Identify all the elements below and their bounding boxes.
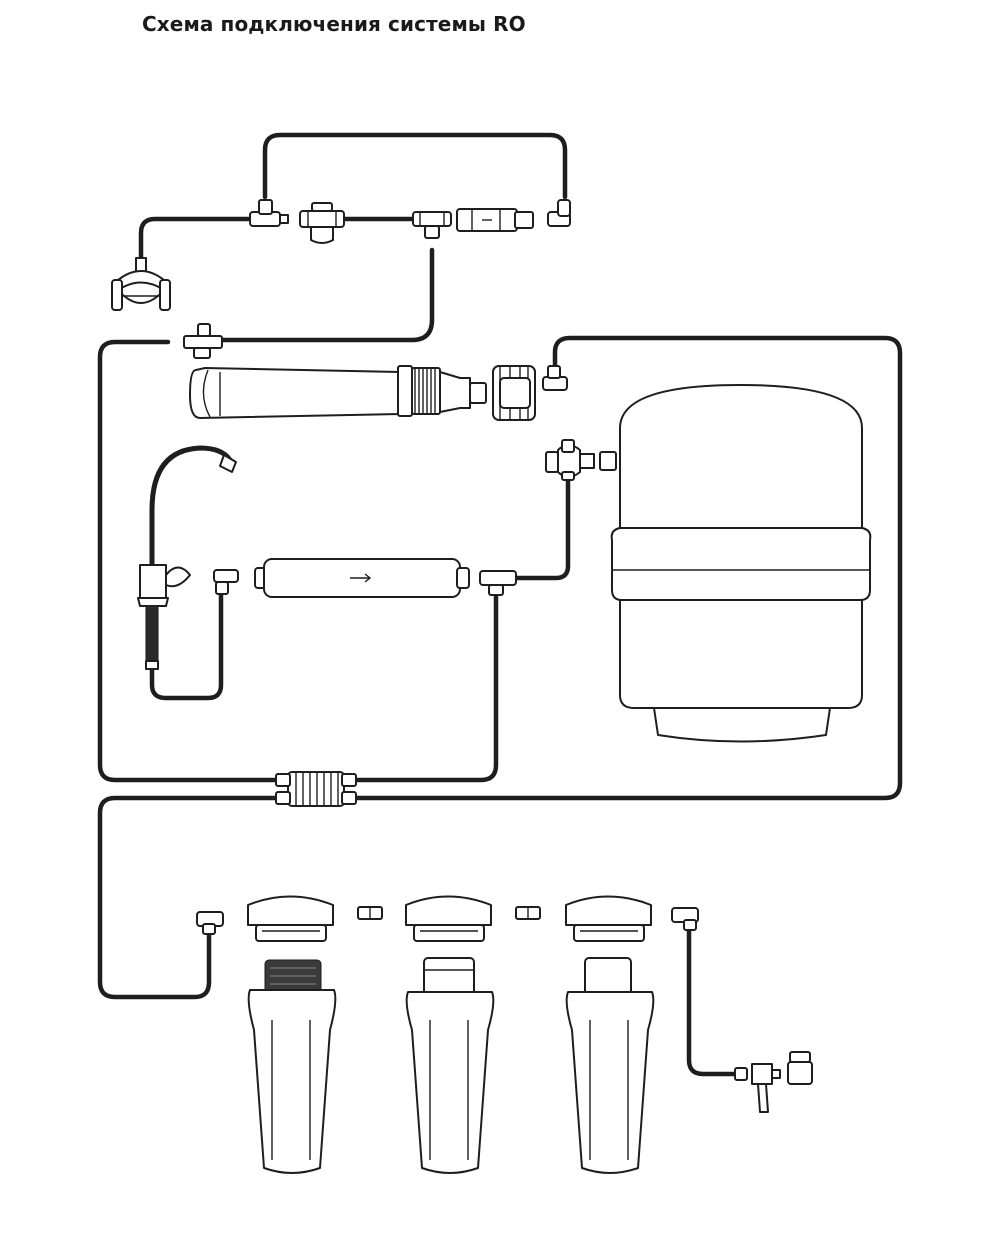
- tube-tank-to-post: [511, 473, 571, 581]
- feed-tee: [249, 199, 289, 227]
- membrane-cap: [492, 365, 536, 421]
- faucet: [137, 445, 237, 670]
- filter-housing-block-carbon: [565, 895, 655, 1174]
- post-filter-tee: [479, 570, 517, 596]
- diagram-title: Схема подключения системы RO: [142, 12, 526, 36]
- faucet-elbow: [213, 569, 239, 595]
- tube-faucet: [149, 587, 224, 701]
- tube-right-loop: [347, 335, 903, 801]
- outlet-elbow-stage3: [671, 907, 699, 931]
- tube-left-loop: [97, 339, 279, 783]
- tube-tee-down: [219, 247, 435, 343]
- membrane-housing: [189, 365, 487, 419]
- membrane-outlet-elbow: [542, 365, 568, 391]
- connector-2-3: [515, 906, 541, 920]
- filter-housing-sediment: [247, 895, 337, 1174]
- flow-restrictor-elbow: [547, 199, 571, 227]
- tube-post-to-shutoff: [347, 589, 499, 783]
- tube-top-loop: [262, 132, 568, 200]
- tube-drain: [686, 922, 738, 1077]
- tube-left-lower: [97, 795, 279, 1000]
- feed-water-clamp: [111, 257, 171, 311]
- membrane-inlet-tee: [412, 211, 452, 239]
- drain-nut: [787, 1051, 813, 1085]
- ball-valve: [299, 202, 345, 244]
- drain-valve: [734, 1063, 781, 1113]
- membrane-thread: [411, 367, 441, 415]
- tank-valve: [545, 439, 617, 481]
- post-carbon-filter: [254, 558, 470, 598]
- filter-housing-granular-carbon: [405, 895, 495, 1174]
- tubing: [97, 132, 903, 1077]
- connector-1-2: [357, 906, 383, 920]
- membrane-inlet-fitting: [183, 323, 223, 359]
- auto-shutoff-valve: [275, 771, 357, 807]
- storage-tank: [610, 384, 872, 743]
- flow-restrictor: [456, 208, 534, 232]
- inlet-elbow-stage1: [196, 911, 224, 935]
- tube-clamp: [138, 216, 251, 265]
